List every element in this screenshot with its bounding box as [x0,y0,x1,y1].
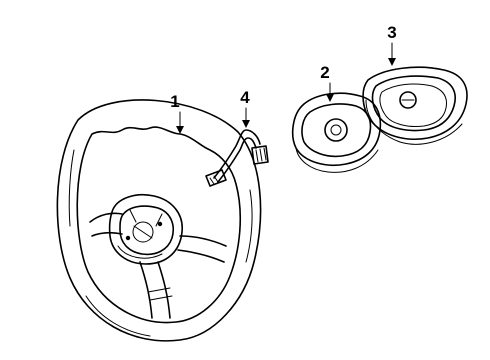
steering-wheel [56,99,262,342]
callout-2: 2 [320,63,334,102]
callout-1: 1 [170,92,184,134]
callout-label-2: 2 [320,63,329,82]
wiring-harness [205,129,269,187]
callout-label-3: 3 [387,23,396,42]
callout-3: 3 [387,23,397,66]
horn-pad [291,92,382,173]
callout-label-1: 1 [170,92,179,111]
callout-label-4: 4 [240,88,250,107]
emblem-cover [362,66,468,145]
callout-4: 4 [240,88,250,128]
